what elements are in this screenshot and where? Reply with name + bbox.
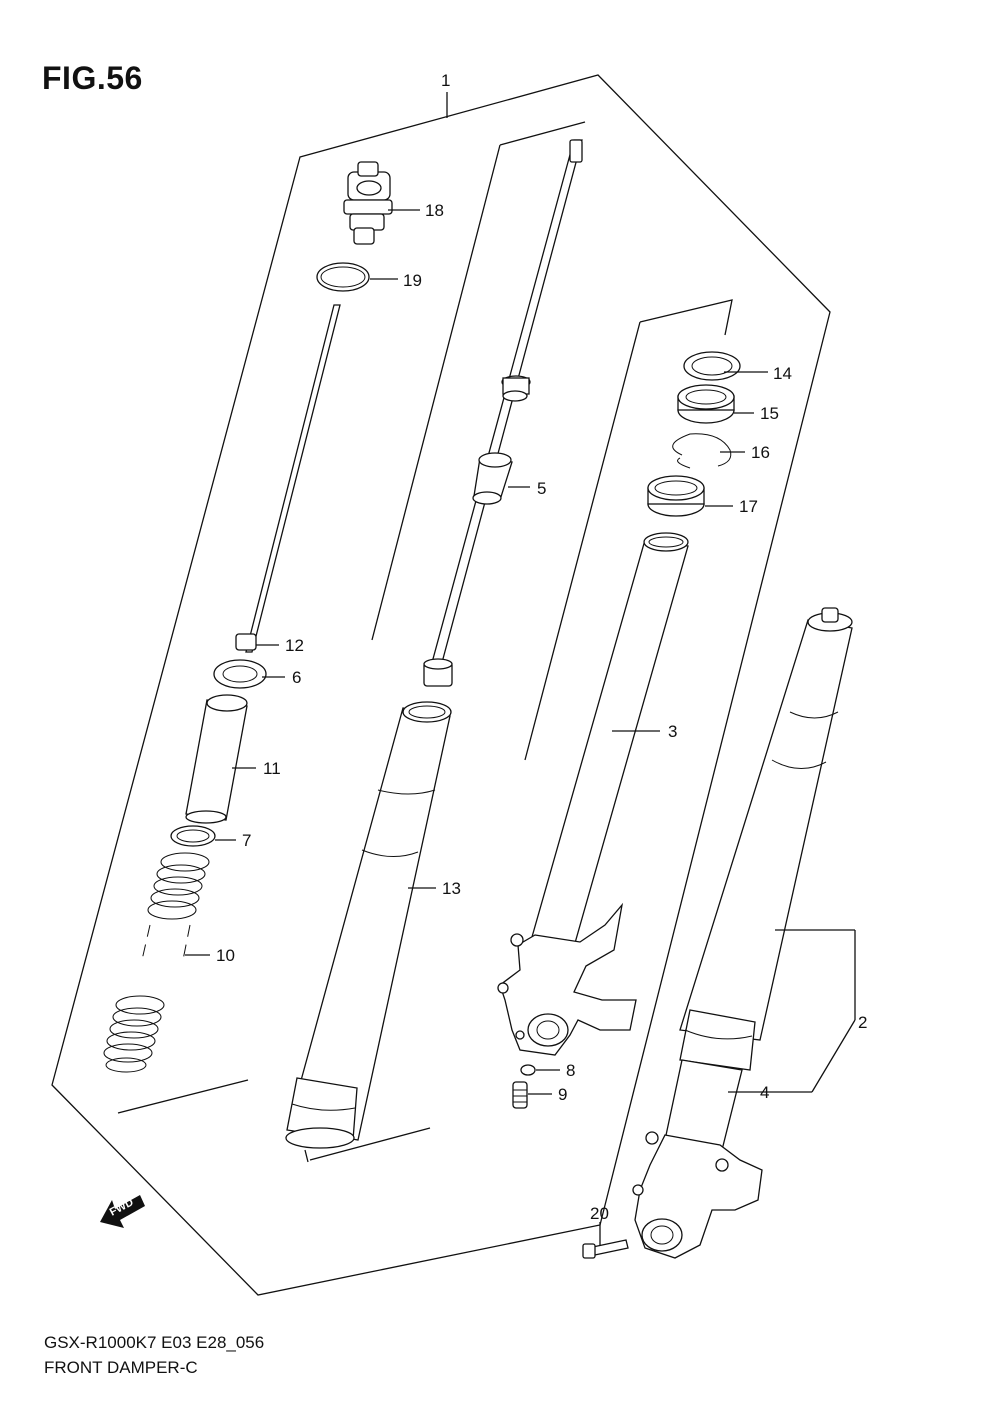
part-15-oil-seal [677,384,735,424]
part-12-nut [235,633,257,651]
inner-frame-mid-bottom [309,1127,431,1161]
model-code: GSX-R1000K7 E03 E28_056 [44,1333,265,1352]
part-6-washer [213,659,267,689]
cartridge-rod [429,139,583,671]
callout-20: 20 [590,1204,609,1223]
callout-5: 5 [537,479,546,498]
part-14-dust-seal [683,351,741,381]
callout-7: 7 [242,831,251,850]
part-6-washer-inner [222,665,258,683]
part-20-bolt [582,1239,629,1259]
callout-10: 10 [216,946,235,965]
callout-labels: 1 2 3 4 5 6 7 8 9 10 11 12 13 14 15 16 1… [216,71,867,1223]
part-10-spring [103,852,210,1073]
callout-9: 9 [558,1085,567,1104]
part-11-spacer [185,694,248,824]
fwd-arrow-icon: FWD [100,1195,145,1228]
inner-frame-mid-top [639,299,733,336]
inner-frame-left [499,121,586,146]
figure-title: FIG.56 [42,60,143,96]
part-7-ring [170,825,216,847]
callout-8: 8 [566,1061,575,1080]
callout-12: 12 [285,636,304,655]
callout-17: 17 [739,497,758,516]
inner-frame-tick [304,1149,309,1163]
part-16-stopper-ring [672,433,732,469]
damper-rod [245,304,341,653]
part-2-fork-assembly [632,607,853,1259]
callout-6: 6 [292,668,301,687]
inner-frame-left-edge [371,144,501,641]
callout-3: 3 [668,722,677,741]
part-19-o-ring-inner [320,266,366,288]
part-9-screw [512,1081,528,1109]
diagram-title: FRONT DAMPER-C [44,1358,198,1377]
axle-bracket-left [497,902,637,1056]
part-13-outer-tube [285,701,452,1149]
leader-lines [185,209,856,1246]
part-8-washer [520,1064,536,1076]
callout-11: 11 [263,759,281,778]
part-3-inner-tube [529,532,689,951]
callout-4: 4 [760,1083,769,1102]
callout-14: 14 [773,364,792,383]
part-7-ring-inner [176,829,210,843]
callout-15: 15 [760,404,779,423]
part-17-slide-bush [647,475,705,517]
inner-frame-mid-edge [524,321,641,761]
rod-bottom-collar [423,658,453,687]
callout-16: 16 [751,443,770,462]
part-5-piston [472,452,513,505]
callout-19: 19 [403,271,422,290]
callout-13: 13 [442,879,461,898]
callout-18: 18 [425,201,444,220]
part-19-o-ring [316,262,370,292]
callout-2: 2 [858,1013,867,1032]
callout-1: 1 [441,71,450,90]
part-18-adjuster [343,161,393,245]
inner-frame-left-bottom [117,1079,249,1114]
